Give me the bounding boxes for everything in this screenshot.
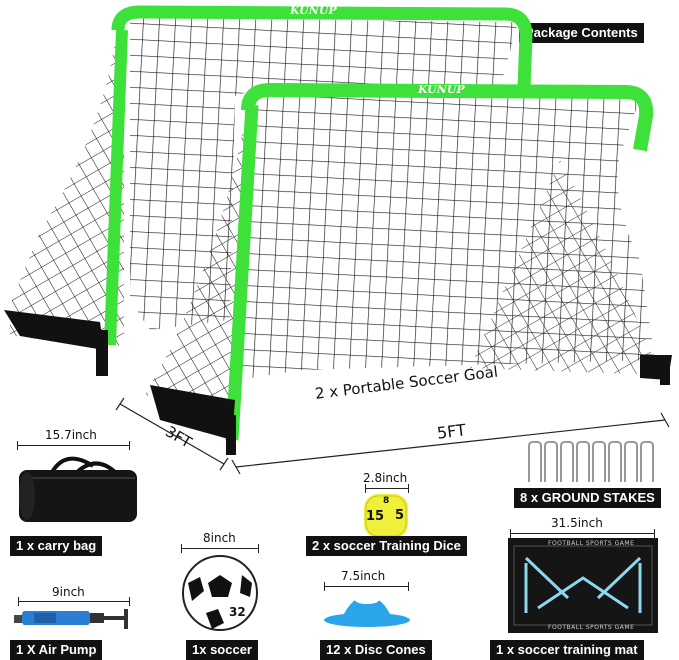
pump-dimension: 9inch	[52, 585, 85, 599]
pump-dimension-line	[18, 597, 130, 606]
mat-label: 1 x soccer training mat	[490, 640, 644, 660]
dice-face-c: 8	[383, 496, 390, 506]
package-contents-title: Package Contents	[519, 23, 644, 43]
brand-logo-back: KUNUP	[290, 4, 337, 17]
air-pump-image	[14, 609, 128, 629]
mat-text-bottom: FOOTBALL SPORTS GAME	[548, 624, 635, 631]
goal-width: 5FT	[435, 420, 467, 443]
mat-text-top: FOOTBALL SPORTS GAME	[548, 540, 635, 547]
front-goal	[145, 82, 672, 455]
dice-dimension-line	[365, 484, 409, 493]
dimension-lines	[115, 397, 670, 475]
bag-dimension: 15.7inch	[45, 428, 97, 442]
soccer-ball-image	[182, 555, 258, 631]
brand-logo-front: KUNUP	[418, 83, 465, 96]
mat-dimension: 31.5inch	[551, 516, 603, 530]
mat-dimension-line	[510, 529, 655, 538]
stakes-label: 8 x GROUND STAKES	[514, 488, 661, 508]
ball-dimension: 8inch	[203, 531, 236, 545]
cones-label: 12 x Disc Cones	[320, 640, 432, 660]
dice-label: 2 x soccer Training Dice	[306, 536, 467, 556]
cones-dimension: 7.5inch	[341, 569, 386, 583]
bag-label: 1 x carry bag	[10, 536, 103, 556]
ball-dimension-line	[181, 544, 259, 553]
dice-face-a: 15	[366, 509, 385, 524]
training-mat-image	[508, 538, 658, 633]
disc-cones-image	[324, 596, 410, 627]
carry-bag-image	[19, 456, 137, 522]
pump-label: 1 X Air Pump	[10, 640, 103, 660]
dice-face-b: 5	[395, 508, 405, 523]
dice-dimension: 2.8inch	[363, 471, 408, 485]
bag-dimension-line	[17, 441, 130, 450]
ground-stakes-image	[528, 441, 654, 482]
ball-number: 32	[229, 605, 246, 619]
ball-label: 1x soccer	[186, 640, 258, 660]
cones-dimension-line	[324, 582, 409, 591]
